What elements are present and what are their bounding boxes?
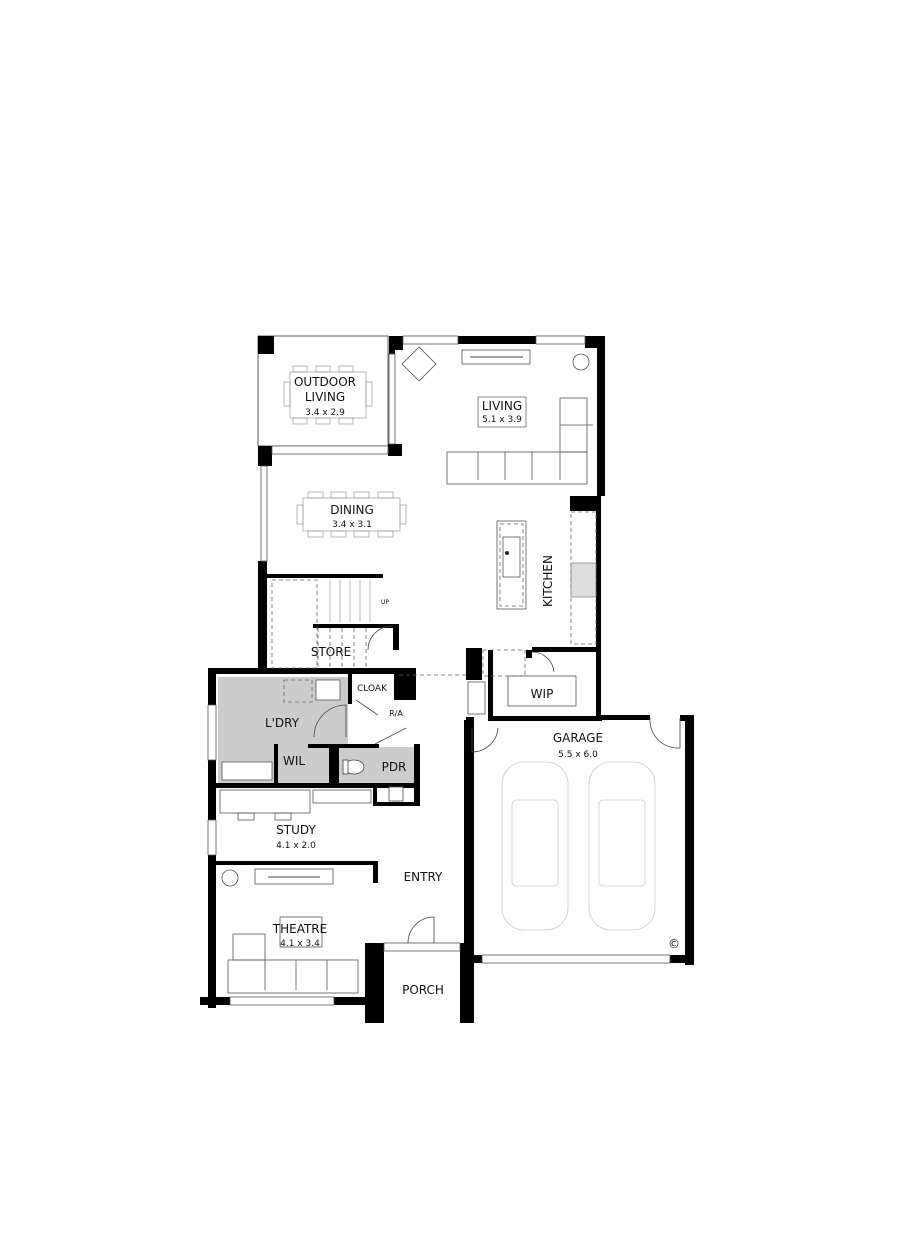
dining-size: 3.4 x 3.1: [332, 520, 372, 530]
garage-cars: [501, 761, 656, 931]
pdr-label: PDR: [382, 760, 407, 774]
theatre-size: 4.1 x 3.4: [280, 939, 320, 949]
store-label: STORE: [311, 645, 351, 659]
porch-label: PORCH: [402, 983, 444, 997]
outdoor-living-label-2: LIVING: [305, 390, 345, 404]
stairs-up-label: UP: [381, 599, 389, 606]
outdoor-living-label: OUTDOOR: [294, 375, 356, 389]
entry-label: ENTRY: [404, 870, 443, 884]
windows: [207, 335, 671, 1006]
ra-label: R/A: [389, 709, 403, 718]
wil-label: WIL: [283, 754, 305, 768]
copyright-symbol: ©: [668, 937, 680, 951]
kitchen-label: KITCHEN: [541, 555, 555, 607]
study-size: 4.1 x 2.0: [276, 841, 316, 851]
cloak-label: CLOAK: [357, 684, 388, 694]
outdoor-living-size: 3.4 x 2.9: [305, 408, 345, 418]
theatre-label: THEATRE: [272, 922, 327, 936]
room-labels: OUTDOOR LIVING 3.4 x 2.9 LIVING 5.1 x 3.…: [265, 375, 680, 997]
wip-label: WIP: [531, 687, 554, 701]
laundry-label: L'DRY: [265, 716, 300, 730]
walls: [200, 336, 694, 1023]
doors: [313, 625, 681, 944]
study-label: STUDY: [276, 823, 316, 837]
garage-size: 5.5 x 6.0: [558, 750, 598, 760]
furniture: [219, 346, 597, 994]
dining-label: DINING: [330, 503, 374, 517]
living-label: LIVING: [482, 399, 522, 413]
garage-label: GARAGE: [553, 731, 603, 745]
living-size: 5.1 x 3.9: [482, 415, 522, 425]
